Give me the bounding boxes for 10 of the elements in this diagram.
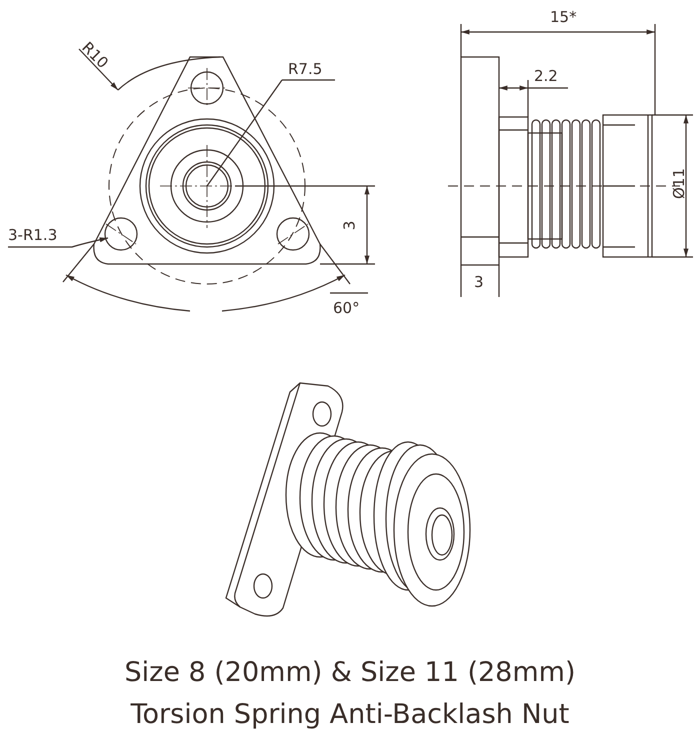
caption: Size 8 (20mm) & Size 11 (28mm) Torsion Spring Anti-Backlash Nut (124, 656, 576, 732)
dimension-value: 2.2 (534, 69, 558, 84)
dimension-value: 15* (550, 10, 577, 25)
diameter-dimension: Ø11 (672, 168, 687, 199)
dimension-value: 3 (342, 220, 358, 230)
radius-dimension: 3-R1.3 (8, 228, 58, 243)
angle-dimension: 60° (333, 301, 360, 316)
dimension-value: 3 (474, 275, 484, 290)
radius-dimension: R10 (79, 40, 110, 72)
radius-dimension: R7.5 (288, 62, 322, 77)
